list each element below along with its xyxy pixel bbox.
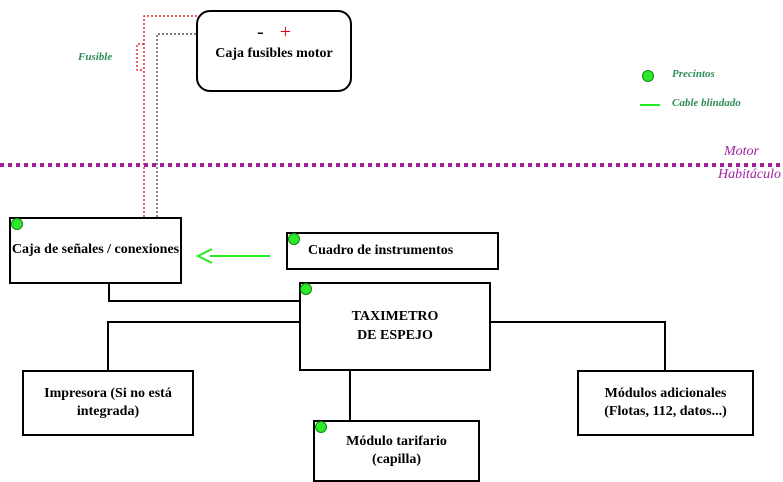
legend-cable-label: Cable blindado [672, 97, 741, 109]
zone-habitaculo-label: Habitáculo [718, 167, 781, 182]
taximeter-label: TAXIMETRO DE ESPEJO [351, 309, 439, 343]
instrument-panel-label: Cuadro de instrumentos [308, 242, 454, 258]
taximeter-box: TAXIMETRO DE ESPEJO [299, 282, 491, 371]
taximeter-to-printer-line [107, 321, 300, 371]
taximeter-to-modules-line [491, 321, 666, 371]
signals-box: Caja de señales / conexiones [9, 217, 182, 284]
legend-seal-label: Precintos [672, 68, 715, 80]
tariff-module-label: Módulo tarifario (capilla) [346, 433, 447, 467]
instrument-panel-seal [288, 233, 300, 245]
instrument-panel-box: Cuadro de instrumentos [286, 232, 499, 270]
fuse-label: Fusible [78, 51, 113, 63]
signals-box-seal [11, 218, 23, 230]
positive-terminal: + [279, 21, 291, 43]
tariff-module-seal [315, 421, 327, 433]
engine-fuse-box: -+ Caja fusibles motor [196, 10, 352, 92]
additional-modules-box: Módulos adicionales (Flotas, 112, datos.… [577, 370, 754, 436]
shielded-cable-arrowhead [195, 248, 213, 264]
legend-seal-marker [642, 70, 654, 82]
tariff-module-box: Módulo tarifario (capilla) [313, 420, 480, 482]
taximeter-seal [300, 283, 312, 295]
fuse-symbol [136, 43, 144, 71]
zone-motor-label: Motor [724, 144, 759, 159]
signals-to-taximeter-line [108, 284, 300, 302]
additional-modules-label: Módulos adicionales (Flotas, 112, datos.… [604, 385, 727, 419]
printer-label: Impresora (Si no está integrada) [44, 385, 172, 419]
positive-wire [143, 15, 198, 217]
negative-wire [156, 33, 198, 217]
printer-box: Impresora (Si no está integrada) [22, 370, 194, 436]
signals-box-label: Caja de señales / conexiones [11, 242, 180, 258]
fuse-box-title: Caja fusibles motor [215, 46, 333, 61]
negative-terminal: - [257, 21, 264, 43]
